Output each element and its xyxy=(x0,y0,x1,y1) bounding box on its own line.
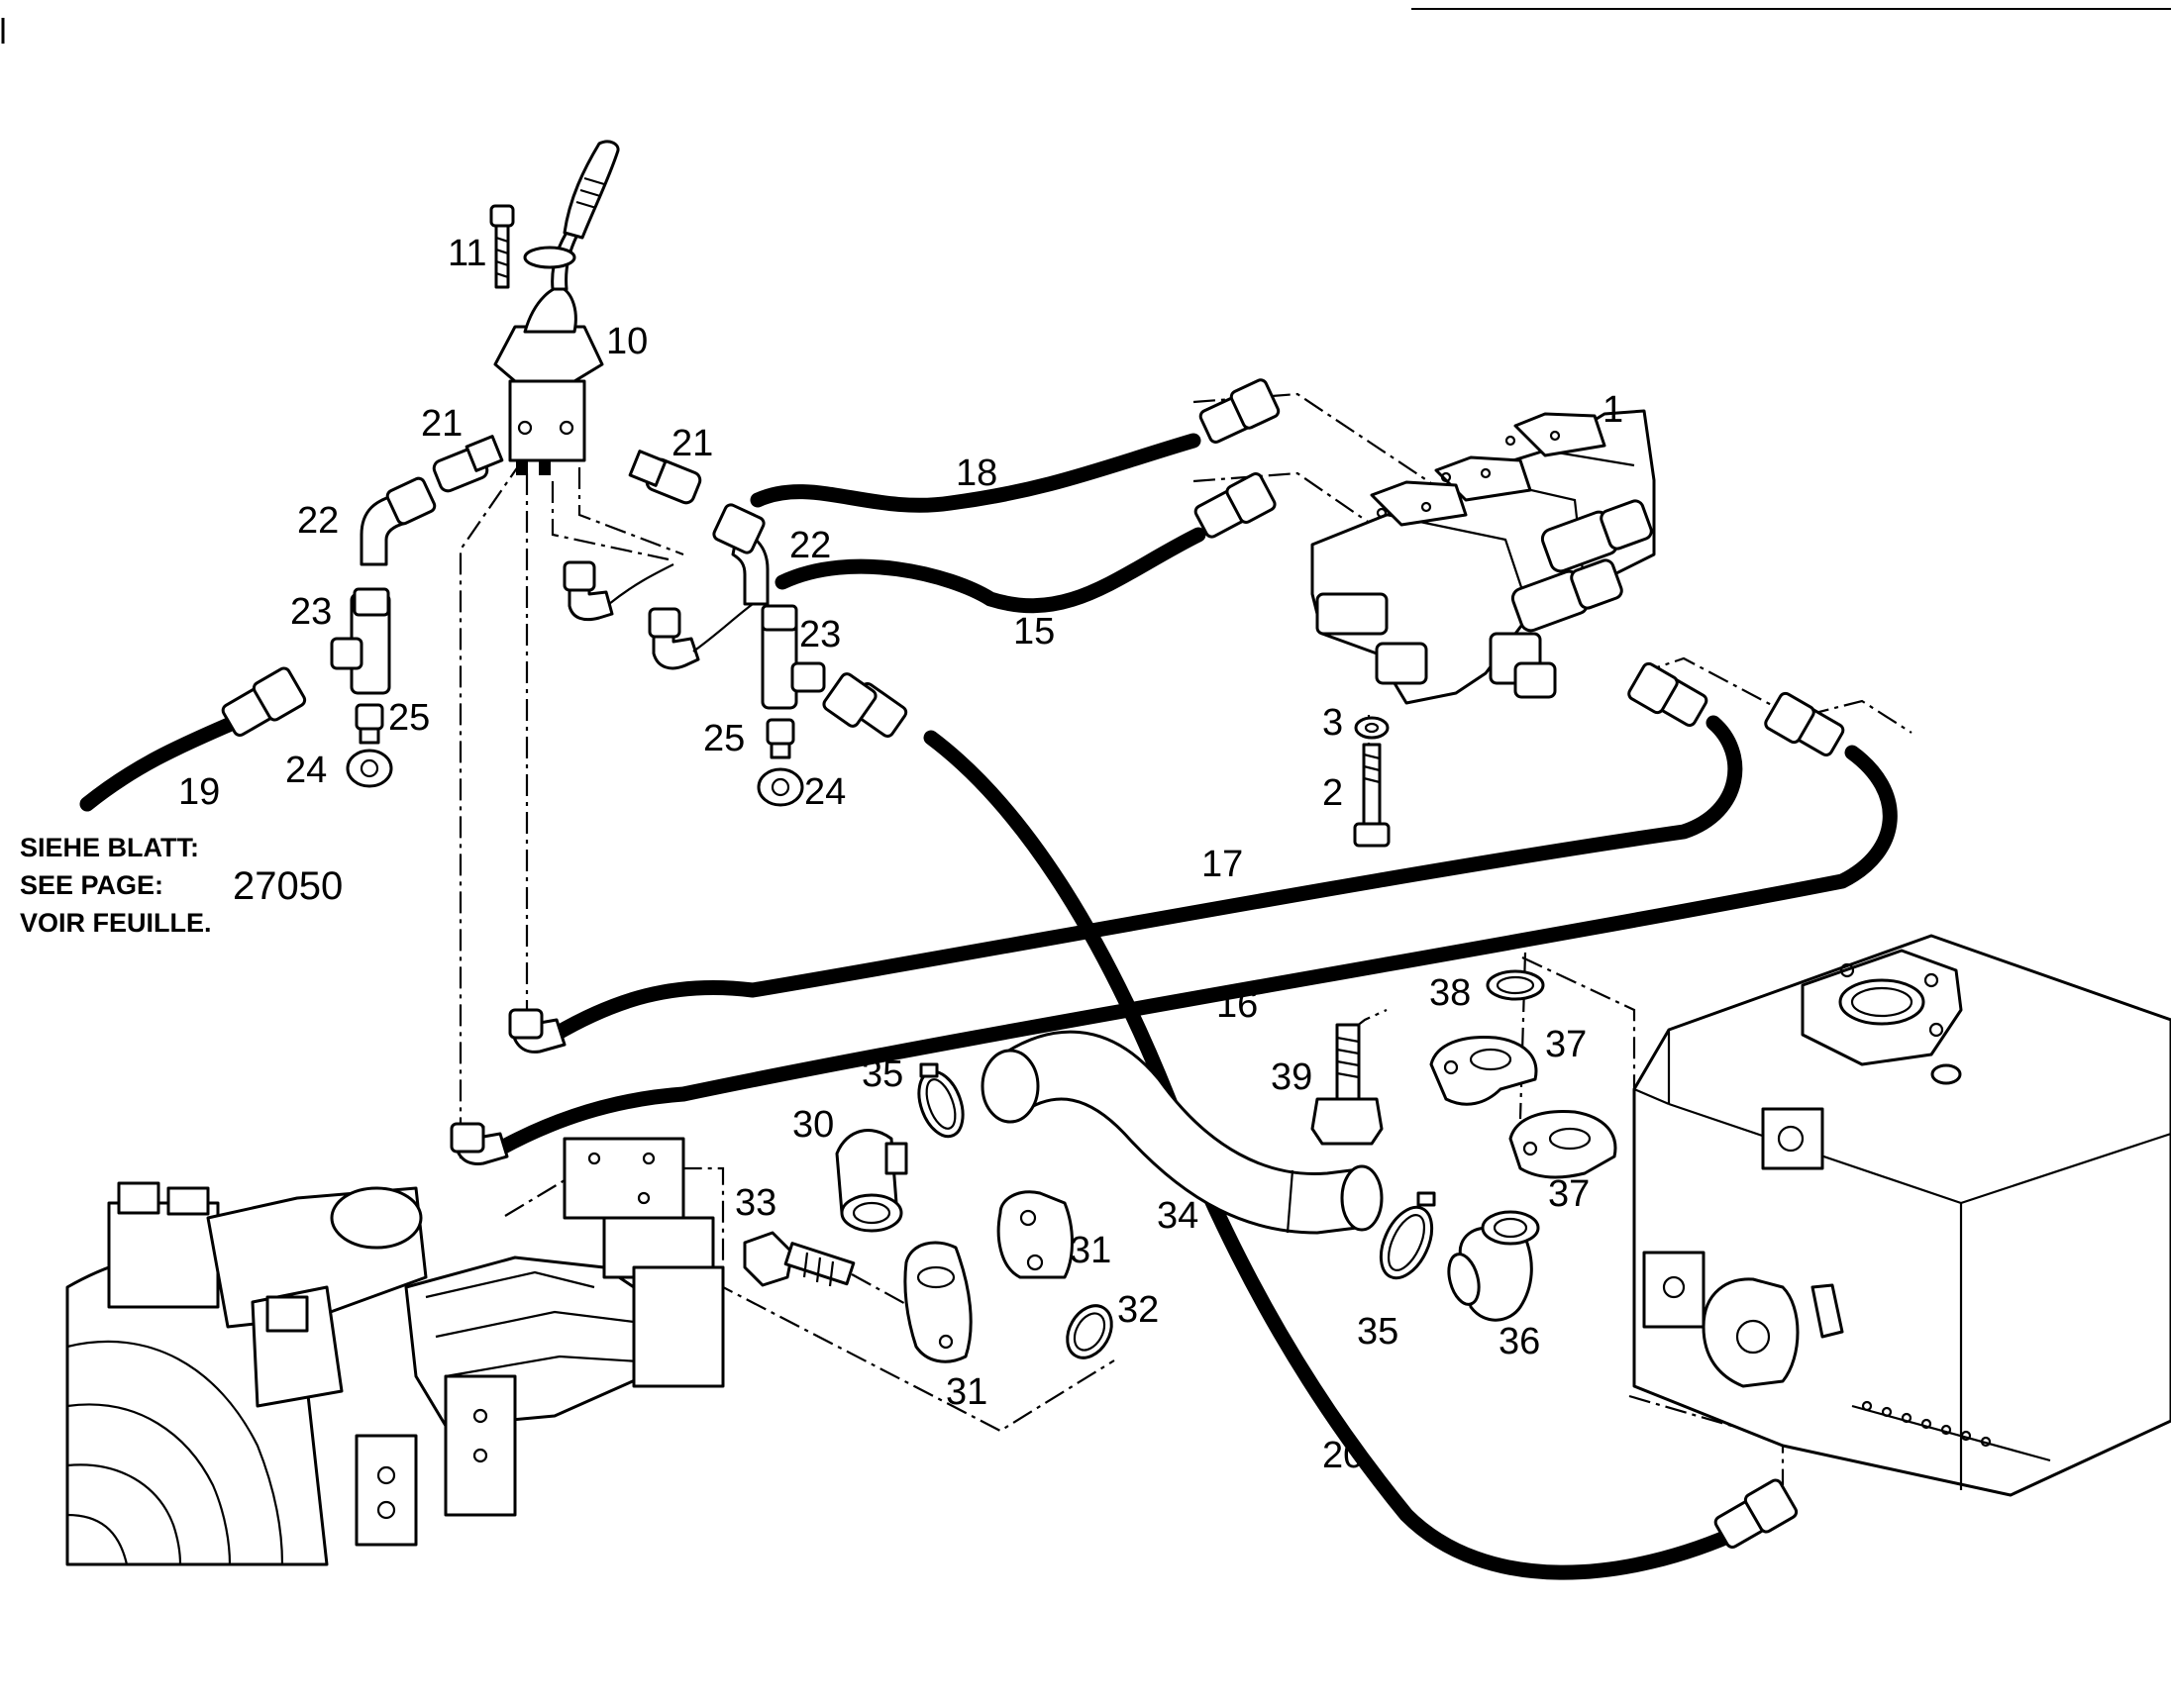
flange-half-37-upper xyxy=(1429,1035,1538,1106)
callout-10: 10 xyxy=(606,321,648,362)
control-valve-block xyxy=(1310,409,1656,705)
callout-15: 15 xyxy=(1013,611,1055,653)
clamp-35-left xyxy=(917,1062,965,1139)
callout-31-upper: 31 xyxy=(1070,1230,1111,1271)
flange-half-37-lower xyxy=(1508,1109,1617,1179)
callout-32: 32 xyxy=(1117,1289,1159,1331)
callout-31-lower: 31 xyxy=(946,1371,987,1413)
control-line-elbows xyxy=(563,560,754,670)
callout-33: 33 xyxy=(735,1182,776,1224)
o-ring-32 xyxy=(1066,1304,1113,1359)
hydraulic-tank xyxy=(1632,934,2171,1497)
callout-22-left: 22 xyxy=(297,500,339,542)
callout-20: 20 xyxy=(1322,1435,1364,1476)
cross-reference-note: SIEHE BLATT: SEE PAGE: 27050 VOIR FEUILL… xyxy=(20,833,343,938)
callout-39: 39 xyxy=(1271,1056,1312,1098)
callout-19: 19 xyxy=(178,771,220,813)
callout-18: 18 xyxy=(956,452,997,494)
nut-24-right xyxy=(757,767,804,807)
hose-17 xyxy=(547,661,1743,1043)
callout-11: 11 xyxy=(448,233,486,274)
flange-half-31-lower xyxy=(903,1241,973,1363)
callout-3: 3 xyxy=(1322,702,1343,744)
hydraulic-pump-assembly xyxy=(65,1137,725,1566)
callout-23-right: 23 xyxy=(799,614,841,655)
nut-24-left xyxy=(346,749,393,788)
elbow-22-right xyxy=(712,503,770,606)
callout-24-right: 24 xyxy=(804,771,846,813)
callout-21-left: 21 xyxy=(421,403,463,445)
bolt-2 xyxy=(1353,743,1391,848)
fitting-21-right xyxy=(628,450,702,505)
hose-end-elbows xyxy=(450,1008,567,1165)
callout-17: 17 xyxy=(1201,844,1243,885)
note-line-en: SEE PAGE: xyxy=(20,870,163,900)
note-line-de: SIEHE BLATT: xyxy=(20,833,199,862)
callout-22-right: 22 xyxy=(789,525,831,566)
callout-16: 16 xyxy=(1216,984,1258,1026)
callout-23-left: 23 xyxy=(290,591,332,633)
callout-35-left: 35 xyxy=(862,1054,903,1095)
bolt-39 xyxy=(1310,1023,1384,1146)
callout-30: 30 xyxy=(792,1104,834,1146)
elbow-36 xyxy=(1447,1210,1540,1322)
hose-18 xyxy=(750,378,1281,513)
callout-25-right: 25 xyxy=(703,718,745,759)
callout-2: 2 xyxy=(1322,772,1343,814)
clamp-35-right xyxy=(1379,1191,1436,1280)
note-line-fr: VOIR FEUILLE. xyxy=(20,908,212,938)
callout-38: 38 xyxy=(1429,972,1471,1014)
callout-1: 1 xyxy=(1602,389,1623,431)
o-ring-38 xyxy=(1486,969,1545,1001)
callout-35-right: 35 xyxy=(1357,1311,1398,1353)
plug-25-left xyxy=(355,703,384,745)
callout-36: 36 xyxy=(1499,1321,1540,1362)
hose-19 xyxy=(79,666,307,812)
fitting-21-left xyxy=(432,435,504,493)
hose-15 xyxy=(775,472,1277,614)
elbow-30 xyxy=(835,1129,908,1233)
plug-25-right xyxy=(766,718,795,759)
washer-3 xyxy=(1354,716,1390,740)
suction-tube-34 xyxy=(981,1030,1384,1235)
callout-25-left: 25 xyxy=(388,697,430,739)
callout-21-right: 21 xyxy=(672,423,713,464)
pilot-control-valve xyxy=(493,140,620,475)
bolt-33 xyxy=(743,1231,856,1287)
hose-16 xyxy=(492,691,1898,1156)
callout-37-lower: 37 xyxy=(1548,1173,1590,1215)
callout-34: 34 xyxy=(1157,1195,1198,1237)
flange-half-31-upper xyxy=(996,1190,1074,1279)
callout-37-upper: 37 xyxy=(1545,1024,1587,1065)
note-page-number: 27050 xyxy=(233,864,343,908)
callouts: 1 2 3 10 11 15 16 17 18 19 20 21 21 22 2… xyxy=(178,233,1623,1476)
callout-24-left: 24 xyxy=(285,750,327,791)
elbow-22-left xyxy=(360,476,437,566)
tee-23-left xyxy=(330,587,391,695)
screw-11 xyxy=(489,204,515,289)
tee-23-right xyxy=(761,604,826,710)
hose-20 xyxy=(822,672,1799,1580)
